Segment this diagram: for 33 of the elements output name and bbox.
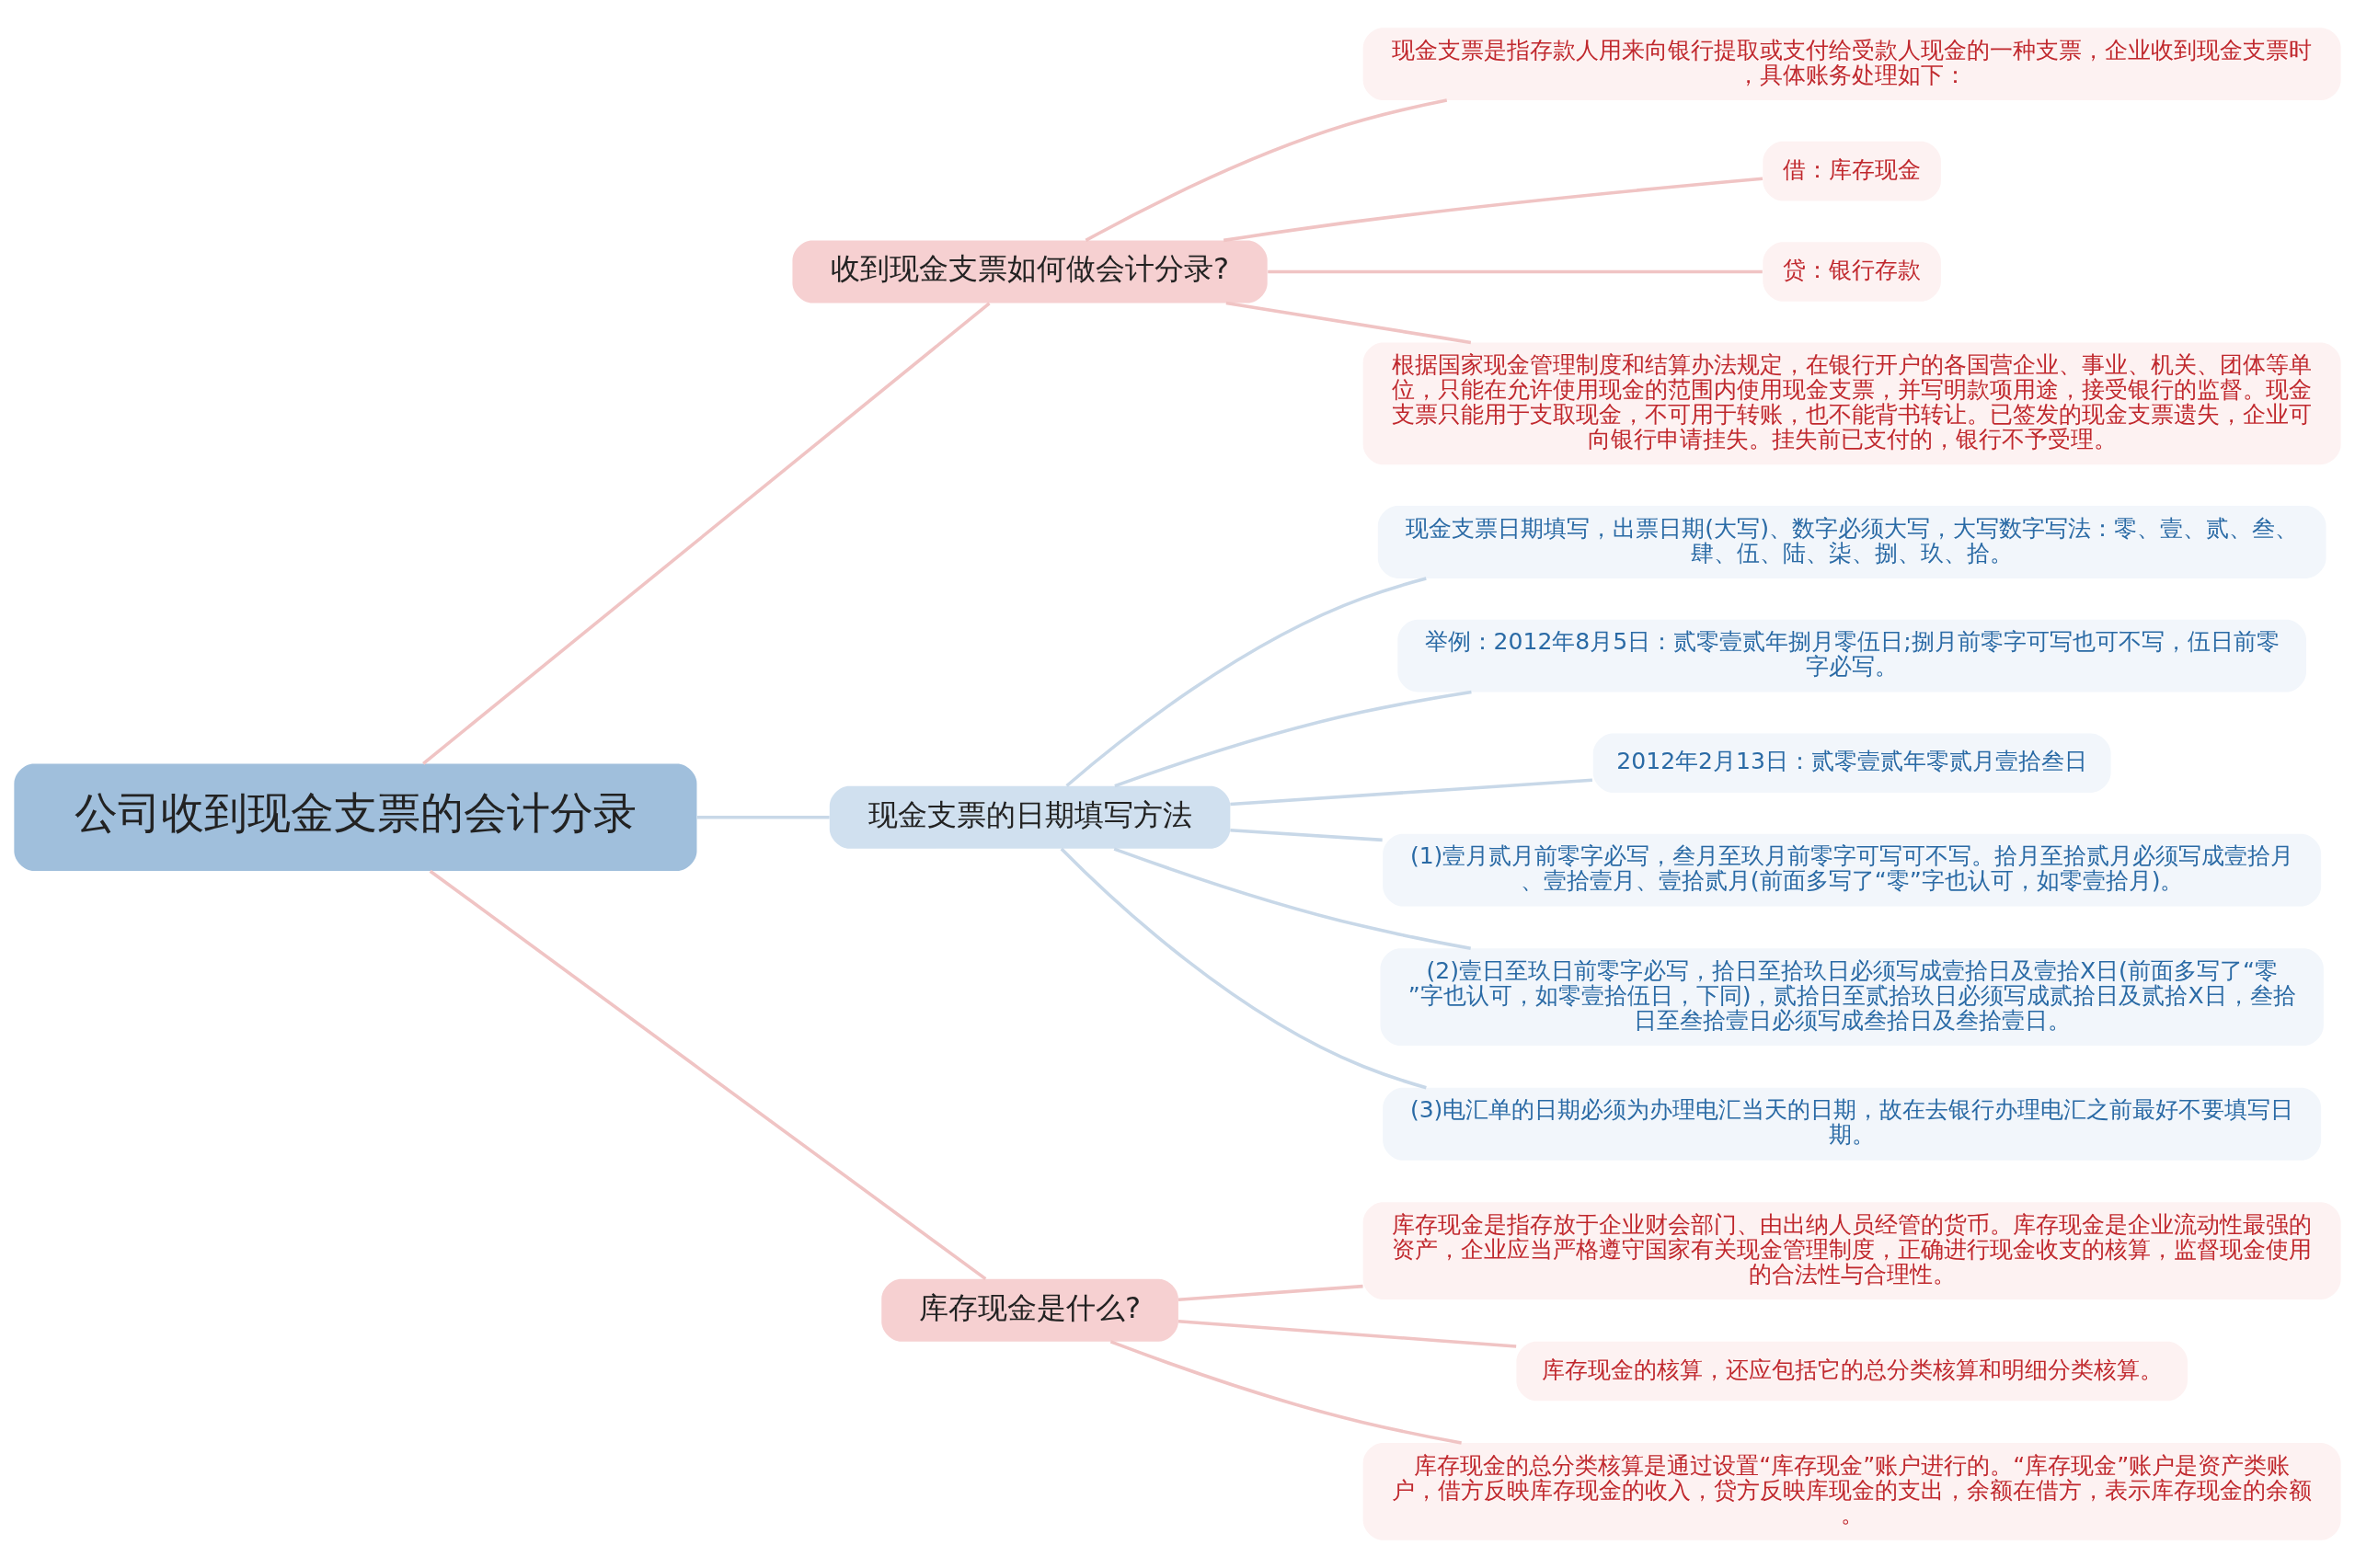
connector — [1230, 778, 1592, 807]
node-box: 现金支票的日期填写方法 — [829, 785, 1231, 849]
connector — [1085, 98, 1448, 242]
node-box: (2)壹日至玖日前零字必写，拾日至拾玖日必须写成壹拾日及壹拾X日(前面多写了“零”字也认可，如零壹拾伍日，下同)，贰拾日至贰拾玖日必须写成贰拾日及贰拾X日，叁拾日至叁拾壹日必须写成叁拾日及叁拾壹日。 — [1380, 948, 2324, 1047]
node-box: 现金支票是指存款人用来向银行提取或支付给受款人现金的一种支票，企业收到现金支票时，具体账务处理如下： — [1362, 28, 2341, 101]
connector — [422, 302, 991, 765]
connector — [1113, 847, 1472, 950]
node-box: (3)电汇单的日期必须为办理电汇当天的日期，故在去银行办理电汇之前最好不要填写日期。 — [1383, 1087, 2322, 1161]
node-box: 借：库存现金 — [1763, 141, 1941, 201]
node-box: 举例：2012年8月5日：贰零壹贰年捌月零伍日;捌月前零字可写也可不写，伍日前零字必写。 — [1397, 619, 2306, 692]
node-box: 库存现金是什么? — [881, 1278, 1178, 1342]
connector — [1268, 269, 1763, 274]
connector — [1060, 847, 1427, 1090]
node-box: 现金支票日期填写，出票日期(大写)、数字必须大写，大写数字写法：零、壹、贰、叁、肆、伍、陆、柒、捌、玖、拾。 — [1377, 506, 2326, 578]
connector — [1230, 828, 1383, 842]
connector — [429, 869, 987, 1281]
node-box: 收到现金支票如何做会计分录? — [792, 240, 1268, 303]
connector — [1178, 1284, 1363, 1301]
connector — [1223, 177, 1763, 243]
connector — [1178, 1319, 1517, 1348]
node-box: 公司收到现金支票的会计分录 — [14, 763, 697, 872]
node-box: 贷：银行存款 — [1763, 242, 1941, 302]
node-box: 库存现金的总分类核算是通过设置“库存现金”账户进行的。“库存现金”账户是资产类账户，借方反映库存现金的收入，贷方反映库现金的支出，余额在借方，表示库存现金的余额。 — [1362, 1443, 2341, 1540]
node-box: 2012年2月13日：贰零壹贰年零贰月壹拾叁日 — [1592, 733, 2111, 793]
node-box: 库存现金是指存放于企业财会部门、由出纳人员经管的货币。库存现金是企业流动性最强的资产，企业应当严格遵守国家有关现金管理制度，正确进行现金收支的核算，监督现金使用的合法性与合理性。 — [1362, 1202, 2341, 1300]
connector — [1109, 1340, 1462, 1445]
connector — [1114, 690, 1472, 788]
node-box: 库存现金的核算，还应包括它的总分类核算和明细分类核算。 — [1516, 1341, 2188, 1402]
connector — [696, 816, 830, 819]
connector — [1225, 301, 1472, 345]
node-box: (1)壹月贰月前零字必写，叁月至玖月前零字可写可不写。拾月至拾贰月必须写成壹拾月、壹拾壹月、壹拾贰月(前面多写了“零”字也认可，如零壹拾月)。 — [1383, 833, 2322, 907]
node-box: 根据国家现金管理制度和结算办法规定，在银行开户的各国营企业、事业、机关、团体等单位，只能在允许使用现金的范围内使用现金支票，并写明款项用途，接受银行的监督。现金支票只能用于支取现金，不可用于转账，也不能背书转让。已签发的现金支票遗失，企业可向银行申请挂失。挂失前已支付的，银行不予受理。 — [1362, 342, 2341, 465]
connector — [1065, 577, 1427, 787]
